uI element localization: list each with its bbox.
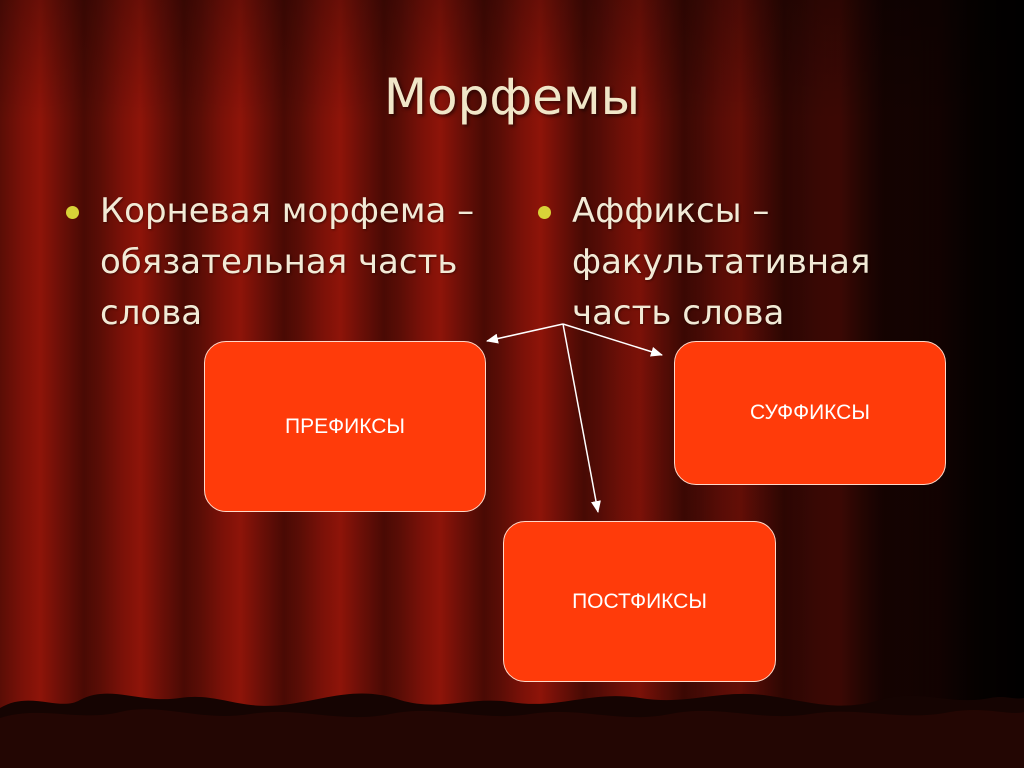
- bullet-dot-icon: [538, 206, 551, 219]
- arrow-to-postfix: [562, 323, 601, 513]
- bullet-affixes: Аффиксы – факультативная часть слова: [538, 186, 902, 339]
- bullet-root-morpheme: Корневая морфема – обязательная часть сл…: [66, 186, 520, 339]
- suffix-label: СУФФИКСЫ: [750, 401, 870, 424]
- prefix-box: ПРЕФИКСЫ: [204, 341, 486, 512]
- bullet-root-morpheme-text: Корневая морфема – обязательная часть сл…: [100, 191, 475, 333]
- bullet-dot-icon: [66, 206, 79, 219]
- suffix-box: СУФФИКСЫ: [674, 341, 946, 485]
- bullet-affixes-text: Аффиксы – факультативная часть слова: [572, 191, 871, 333]
- postfix-label: ПОСТФИКСЫ: [572, 589, 707, 613]
- prefix-label: ПРЕФИКСЫ: [285, 414, 405, 438]
- slide-title: Морфемы: [383, 68, 641, 126]
- postfix-box: ПОСТФИКСЫ: [503, 521, 776, 682]
